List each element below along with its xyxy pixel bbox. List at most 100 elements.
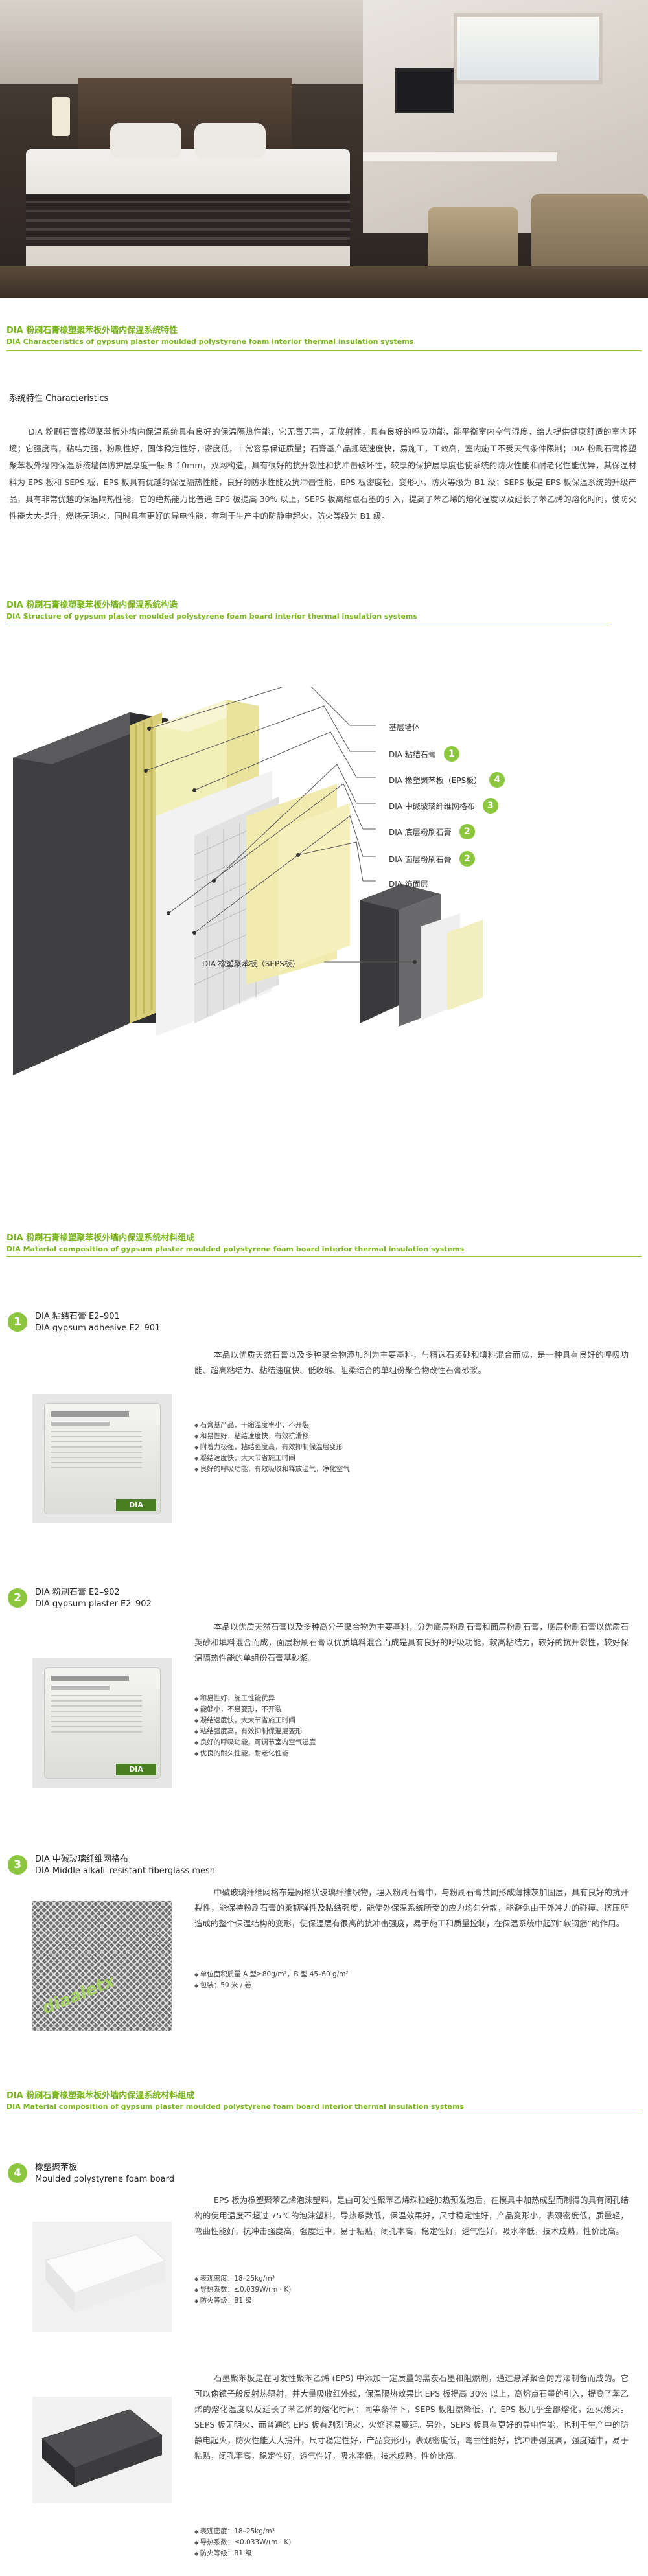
diagram-label-seps: DIA 橡塑聚苯板（SEPS板） [202,957,300,969]
bullet-item: 表观密度：18–25kg/m³ [194,2526,629,2537]
bullet-item: 凝结速度快，大大节省施工时间 [194,1715,629,1726]
wall-structure-diagram [13,687,483,1075]
section-divider [6,350,642,351]
section-title-cn: DIA 粉刷石膏橡塑聚苯板外墙内保温系统材料组成 [6,2091,195,2101]
material-title-2: DIA 粉刷石膏 E2–902 DIA gypsum plaster E2–90… [35,1587,152,1610]
photo-window [454,13,603,84]
diagram-label-finish: DIA 饰面层 [389,877,428,889]
bag-print [51,1431,142,1470]
bullet-item: 防火等级：B1 级 [194,2548,629,2559]
material-number-badge: 4 [8,2163,27,2183]
material-name-cn: DIA 中碱玻璃纤维网格布 [35,1854,128,1864]
photo-pillow [110,123,181,159]
section-characteristics-title: DIA 粉刷石膏橡塑聚苯板外墙内保温系统特性 DIA Characteristi… [6,325,642,347]
label-text: DIA 粘结石膏 [389,749,436,759]
section-materials-title-2: DIA 粉刷石膏橡塑聚苯板外墙内保温系统材料组成 DIA Material co… [6,2090,642,2112]
label-text: DIA 中碱玻璃纤维网格布 [389,801,475,811]
section-title-en: DIA Structure of gypsum plaster moulded … [6,612,417,621]
hero-bedroom-photo [0,0,648,298]
label-text: DIA 橡塑聚苯板（EPS板） [389,775,482,785]
photo-armchair [531,194,648,279]
photo-tv [395,68,454,113]
product-bag: DIA [44,1403,161,1514]
material-description: 本品以优质天然石膏以及多种聚合物添加剂为主要基料，与精选石英砂和填料混合而成，是… [194,1350,629,1375]
bag-text-stripe [51,1686,110,1690]
bag-text-stripe [51,1422,110,1426]
label-text: DIA 橡塑聚苯板（SEPS板） [202,959,300,968]
diagram-label-base-wall: 基层墙体 [389,720,420,733]
label-text: DIA 面层粉刷石膏 [389,854,452,864]
diagram-label-eps: DIA 橡塑聚苯板（EPS板） 4 [389,772,505,788]
section-title-cn: DIA 粉刷石膏橡塑聚苯板外墙内保温系统构造 [6,600,178,610]
label-text: DIA 底层粉刷石膏 [389,827,452,837]
material-name-en: DIA Middle alkali–resistant fiberglass m… [35,1866,215,1876]
material-bullet-list: 石膏基产品，干缩温度率小，不开裂 和易性好，粘结速度快，有效抗滑移 附着力极强，… [194,1420,629,1475]
fiberglass-mesh-image: diaaletx [32,1901,172,2031]
characteristics-subheading: 系统特性 Characteristics [9,394,109,404]
adhesive-layer [130,712,162,1023]
material-bullet-list: 和易性好，施工性能优异 能够小，不易变形，不开裂 凝结速度快，大大节省施工时间 … [194,1693,629,1759]
photo-desk [363,152,557,161]
bag-print [51,1695,142,1734]
bullet-item: 凝结速度快，大大节省施工时间 [194,1453,629,1464]
material-name-cn: DIA 粘结石膏 E2–901 [35,1312,120,1321]
bullet-item: 和易性好，粘结速度快，有效抗滑移 [194,1431,629,1442]
bag-brand-label: DIA [116,1499,156,1511]
material-number-badge: 2 [8,1588,27,1608]
leader-lines [145,687,376,933]
bullet-item: 导热系数：≤0.039W/(m · K) [194,2285,629,2296]
bullet-item: 良好的呼吸功能，可调节室内空气湿度 [194,1737,629,1748]
bullet-item: 石膏基产品，干缩温度率小，不开裂 [194,1420,629,1431]
bullet-item: 包装：50 米 / 卷 [194,1980,629,1991]
material-number-badge: 1 [8,1312,27,1332]
section-title-en: DIA Material composition of gypsum plast… [6,2103,465,2111]
eps-board-image [32,2222,172,2332]
bag-text-stripe [51,1411,129,1417]
bullet-item: 防火等级：B1 级 [194,2296,629,2307]
number-badge: 2 [459,851,475,867]
photo-lamp [52,97,70,136]
diagram-label-top-plaster: DIA 面层粉刷石膏 2 [389,851,475,867]
material-title-1: DIA 粘结石膏 E2–901 DIA gypsum adhesive E2–9… [35,1311,160,1334]
material-name-en: DIA gypsum adhesive E2–901 [35,1323,161,1333]
bullet-item: 单位面积质量 A 型≥80g/m²，B 型 45–60 g/m² [194,1969,629,1980]
bullet-item: 导热系数：≤0.033W/(m · K) [194,2537,629,2548]
base-wall-front [13,712,130,1075]
section-title-en: DIA Characteristics of gypsum plaster mo… [6,337,414,346]
leader-dots [144,727,300,935]
seps-finish [447,920,483,1010]
seps-description: 石墨聚苯板是在可发性聚苯乙烯 (EPS) 中添加一定质量的黑炭石墨和阻燃剂，通过… [194,2373,629,2461]
section-materials-title: DIA 粉刷石膏橡塑聚苯板外墙内保温系统材料组成 DIA Material co… [6,1233,642,1254]
photo-pillow [194,123,266,159]
bag-brand-label: DIA [116,1764,156,1775]
bullet-item: 良好的呼吸功能，有效吸收和释放湿气，净化空气 [194,1464,629,1475]
number-badge: 2 [459,824,475,839]
material-description: 本品以优质天然石膏以及多种高分子聚合物为主要基料，分为底层粉刷石膏和面层粉刷石膏… [194,1622,629,1663]
material-description: 中碱玻璃纤维网格布是网格状玻璃纤维织物，埋入粉刷石膏中，与粉刷石膏共同形成薄抹灰… [194,1887,629,1928]
material-name-cn: DIA 粉刷石膏 E2–902 [35,1588,120,1597]
eps-description: EPS 板为橡塑聚苯乙烯泡沫塑料，是由可发性聚苯乙烯珠粒经加热预发泡后，在模具中… [194,2195,629,2236]
seps-board-image [32,2397,172,2503]
bullet-item: 附着力极强，粘结强度高，有效抑制保温层变形 [194,1442,629,1453]
diagram-label-base-plaster: DIA 底层粉刷石膏 2 [389,824,475,839]
photo-armchair [428,207,518,272]
gypsum-adhesive-bag-image: DIA [32,1394,172,1523]
eps-bullet-list: 表观密度：18–25kg/m³ 导热系数：≤0.039W/(m · K) 防火等… [194,2274,629,2307]
material-bullet-list: 单位面积质量 A 型≥80g/m²，B 型 45–60 g/m² 包装：50 米… [194,1969,629,1991]
diagram-label-mesh: DIA 中碱玻璃纤维网格布 3 [389,798,498,814]
material-name-en: Moulded polystyrene foam board [35,2174,174,2184]
number-badge: 1 [443,746,459,762]
label-text: DIA 饰面层 [389,880,428,889]
material-title-3: DIA 中碱玻璃纤维网格布 DIA Middle alkali–resistan… [35,1854,215,1877]
material-title-4: 橡塑聚苯板 Moulded polystyrene foam board [35,2162,174,2185]
product-bag: DIA [44,1667,161,1779]
material-name-cn: 橡塑聚苯板 [35,2163,78,2172]
photo-floor [0,266,648,298]
number-badge: 4 [489,772,505,788]
finish-layer-outer [279,803,350,972]
bag-text-stripe [51,1676,129,1681]
bullet-item: 粘结强度高，有效抑制保温层变形 [194,1726,629,1737]
number-badge: 3 [482,798,498,814]
gypsum-plaster-bag-image: DIA [32,1658,172,1788]
bullet-item: 和易性好，施工性能优异 [194,1693,629,1704]
